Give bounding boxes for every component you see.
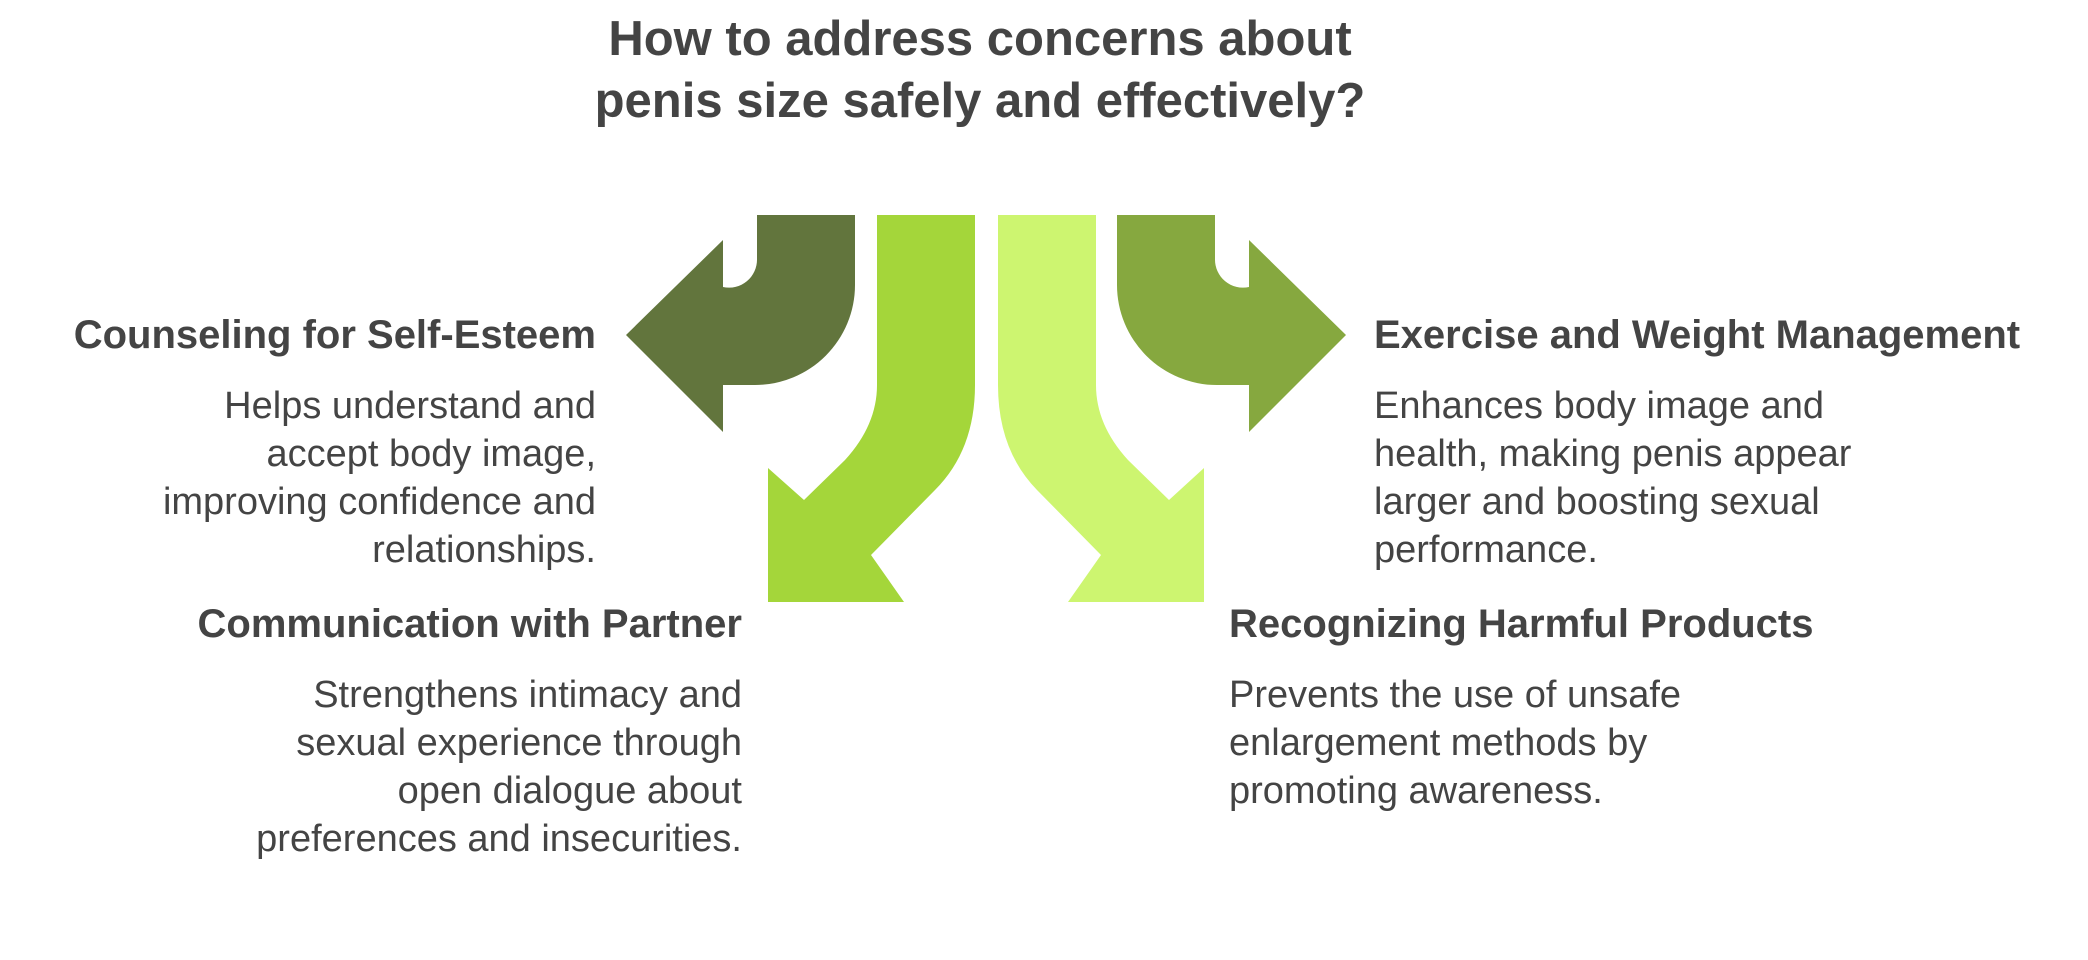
arrow-exercise	[1117, 215, 1346, 432]
option-description: Prevents the use of unsafe enlargement m…	[1229, 674, 1682, 812]
option-harmful-products: Recognizing Harmful Products Prevents th…	[1229, 601, 1929, 815]
diagram-title: How to address concerns about penis size…	[594, 12, 1366, 128]
option-heading: Communication with Partner	[197, 602, 743, 646]
option-heading: Counseling for Self-Esteem	[73, 313, 596, 357]
option-heading: Recognizing Harmful Products	[1229, 602, 1814, 646]
arrow-communication	[768, 215, 975, 602]
arrow-harmful	[998, 215, 1204, 602]
option-description: Helps understand and accept body image, …	[162, 385, 596, 571]
option-heading: Exercise and Weight Management	[1374, 313, 2021, 357]
option-communication: Communication with Partner Strengthens i…	[42, 601, 743, 863]
option-description: Enhances body image and health, making p…	[1374, 385, 1852, 571]
arrow-counseling	[626, 215, 855, 432]
option-exercise: Exercise and Weight Management Enhances …	[1374, 312, 2074, 574]
option-description: Strengthens intimacy and sexual experien…	[256, 674, 742, 860]
option-counseling: Counseling for Self-Esteem Helps underst…	[0, 312, 596, 574]
